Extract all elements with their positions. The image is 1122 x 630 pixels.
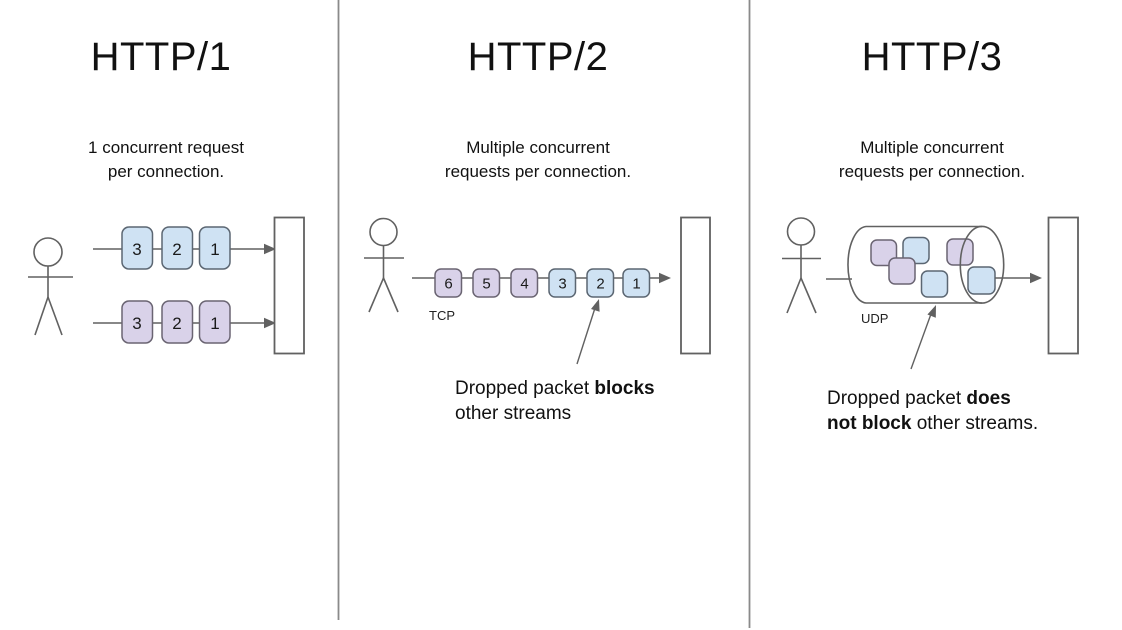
http2-caption-pointer-arrow [576, 299, 600, 365]
packet-label: 4 [520, 276, 528, 293]
packet-box [161, 226, 194, 270]
packet-box [198, 226, 231, 270]
packet-label: 2 [596, 276, 604, 293]
packet-box-blue [902, 236, 930, 265]
arrowhead [264, 317, 276, 329]
http1-subtitle: 1 concurrent request per connection. [88, 138, 244, 181]
http3-title: HTTP/3 [861, 35, 1003, 79]
http3-subtitle: Multiple concurrent requests per connect… [838, 138, 1026, 181]
http2-subtitle: Multiple concurrent requests per connect… [444, 138, 632, 181]
http1-stick-figure [28, 237, 73, 336]
http2-packet-row: 6 5 4 3 2 1 [434, 268, 651, 298]
http3-caption-pointer-arrow [910, 305, 936, 370]
arrowhead [591, 299, 600, 312]
packet-box [510, 268, 539, 298]
packet-label: 1 [632, 276, 640, 293]
packet-label: 3 [558, 276, 566, 293]
packet-box [198, 300, 231, 344]
http2-title: HTTP/2 [467, 35, 609, 79]
http1-packet-row-1: 3 2 1 [121, 226, 231, 270]
packet-box [161, 300, 194, 344]
packet-label: 3 [132, 314, 141, 333]
http3-server [1047, 216, 1079, 355]
arrowhead [659, 272, 671, 284]
figure-head [33, 237, 63, 267]
http2-stick-figure [364, 217, 404, 313]
http3-exit-arrow [995, 272, 1042, 284]
udp-tube-mouth [959, 225, 1005, 304]
packet-label: 6 [444, 276, 452, 293]
packet-label: 2 [172, 240, 181, 259]
arrowhead [264, 243, 276, 255]
http1-server [273, 216, 305, 355]
figure-head [369, 217, 398, 247]
packet-box [622, 268, 651, 298]
http1-title: HTTP/1 [90, 35, 232, 79]
packet-label: 2 [172, 314, 181, 333]
packet-box [472, 268, 501, 298]
packet-box [586, 268, 615, 298]
packet-label: 1 [210, 240, 219, 259]
packet-box-purple [888, 257, 916, 285]
http3-emerging-packet [967, 266, 996, 295]
http1-packet-row-2: 3 2 1 [121, 300, 231, 344]
udp-tube-body [847, 225, 982, 304]
http3-stick-figure [782, 217, 821, 314]
packet-box-purple [870, 239, 898, 267]
http3-dropped-packet-caption: Dropped packet does not block other stre… [827, 388, 1039, 434]
packet-label: 5 [482, 276, 490, 293]
packet-box [121, 226, 154, 270]
packet-box-blue [920, 270, 949, 298]
packet-label: 3 [132, 240, 141, 259]
udp-label: UDP [861, 311, 889, 326]
http3-packet-cluster [870, 236, 974, 298]
packet-box [434, 268, 463, 298]
figure-head [786, 217, 816, 246]
arrowhead [1030, 272, 1042, 284]
http2-server [680, 216, 711, 355]
http2-dropped-packet-caption: Dropped packet blocks other streams [455, 378, 655, 424]
arrowhead [927, 305, 936, 318]
packet-box [121, 300, 154, 344]
packet-label: 1 [210, 314, 219, 333]
packet-box [548, 268, 577, 298]
tcp-label: TCP [429, 308, 455, 323]
